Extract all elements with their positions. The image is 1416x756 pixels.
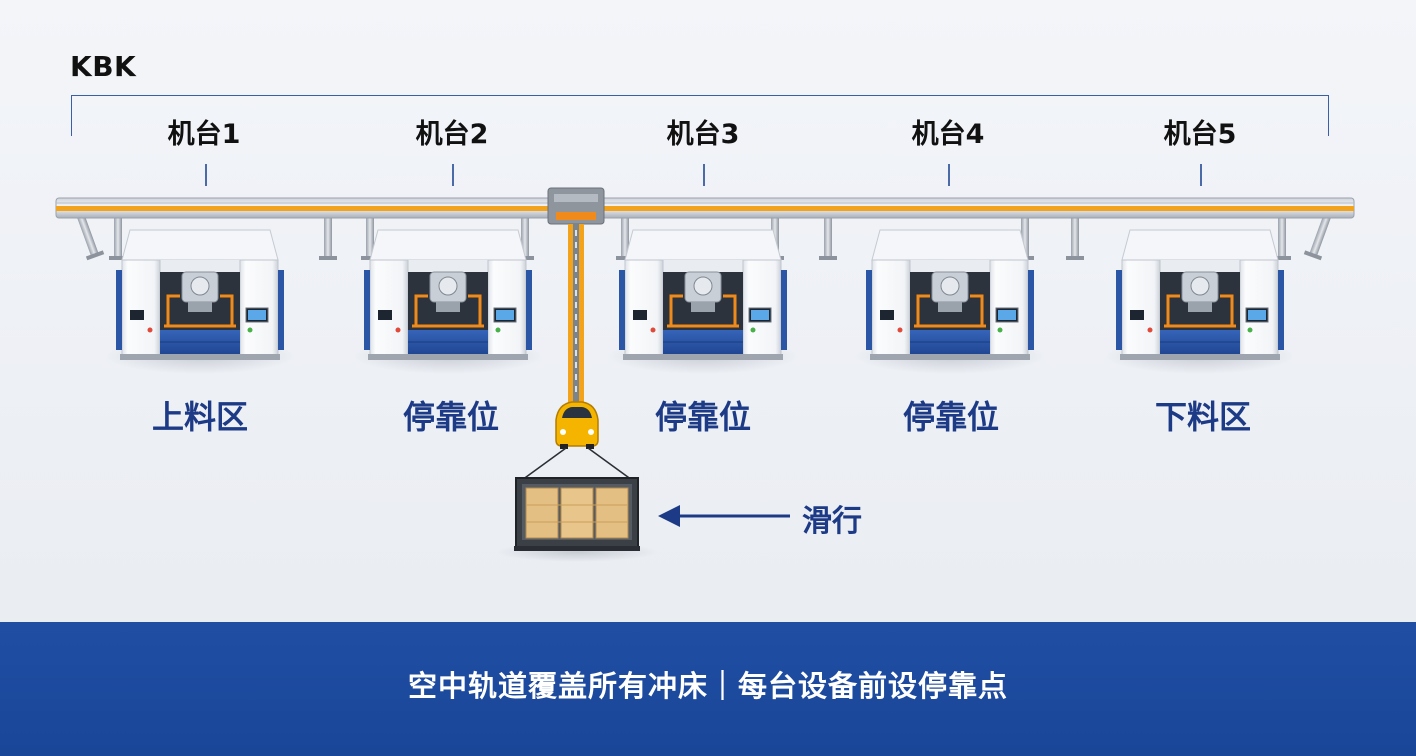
zone-label-2: 停靠位: [402, 398, 500, 436]
machine-4: [853, 228, 1047, 376]
machine-4-label: 机台4: [911, 119, 985, 150]
machine-1-label: 机台1: [167, 119, 241, 150]
zone-label-5: 下料区: [1154, 398, 1252, 436]
footer-text: 空中轨道覆盖所有冲床｜每台设备前设停靠点: [407, 669, 1008, 703]
cargo-pallet: [497, 477, 657, 562]
overhead-rail: [55, 197, 1355, 219]
machine-5-tick: [1200, 164, 1202, 186]
machine-2-label: 机台2: [415, 119, 489, 150]
zone-label-3: 停靠位: [654, 398, 752, 436]
zone-label-4: 停靠位: [902, 398, 1000, 436]
hoist-cables: [521, 447, 633, 481]
arrow-left-icon: [658, 505, 790, 527]
machine-2: [351, 228, 545, 376]
machine-3-label: 机台3: [666, 119, 740, 150]
machine-4-tick: [948, 164, 950, 186]
zone-label-1: 上料区: [151, 398, 249, 436]
kbk-label: KBK: [70, 50, 137, 83]
footer-banner: [0, 622, 1416, 756]
factory-scene: [55, 187, 1355, 562]
slide-label: 滑行: [802, 504, 862, 539]
machine-2-tick: [452, 164, 454, 186]
guide-track: [568, 224, 584, 402]
machine-3-tick: [703, 164, 705, 186]
car-icon: [555, 401, 599, 449]
kbk-coverage-bracket: [71, 95, 1329, 136]
machine-1: [103, 228, 297, 376]
machine-5: [1103, 228, 1297, 376]
machine-5-label: 机台5: [1163, 119, 1237, 150]
machine-3: [606, 228, 800, 376]
rail-trolley: [547, 187, 605, 225]
machine-1-tick: [205, 164, 207, 186]
